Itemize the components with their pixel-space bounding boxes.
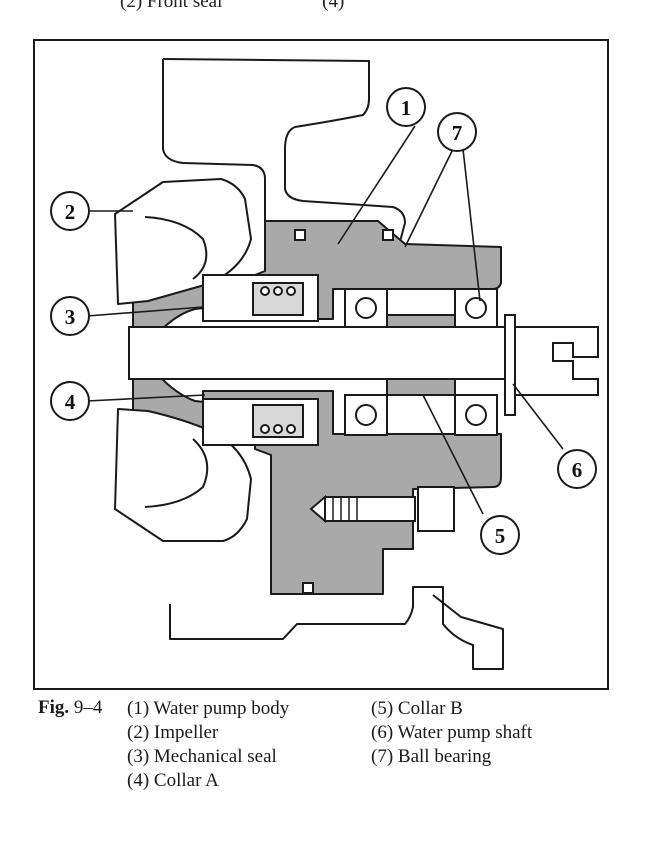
housing-upper-outline [162, 58, 406, 250]
impeller-upper [114, 178, 252, 305]
shaft-end [508, 326, 599, 396]
caption-item-3: (3) Mechanical seal [127, 746, 277, 767]
collar-b [386, 378, 456, 396]
callout-7-number: 7 [452, 121, 463, 145]
figure-label: Fig. 9–4 [38, 697, 102, 719]
callout-1 [386, 87, 426, 127]
bolt-head [417, 486, 455, 532]
caption-item-1: (1) Water pump body [127, 698, 290, 719]
bolt-shank [324, 496, 416, 522]
caption-item-7: (7) Ball bearing [371, 746, 492, 767]
caption-right-column: (5) Collar B (6) Water pump shaft (7) Ba… [371, 697, 532, 769]
callout-4-number: 4 [65, 390, 76, 414]
caption-item-4: (4) Collar A [127, 770, 219, 791]
caption-item-2: (2) Impeller [127, 722, 219, 743]
callout-5 [480, 515, 520, 555]
cropped-header-right: (4) [322, 0, 345, 12]
callout-7 [437, 112, 477, 152]
figure-label-prefix: Fig. [38, 697, 70, 718]
callout-4 [50, 381, 90, 421]
housing-upper-left-wall [162, 59, 266, 264]
callout-2 [50, 191, 90, 231]
collar-upper-spacer [386, 314, 456, 328]
figure-number: 9–4 [73, 697, 103, 718]
caption-left-column: (1) Water pump body (2) Impeller (3) Mec… [127, 697, 289, 793]
callout-5-number: 5 [495, 524, 506, 548]
caption-item-6: (6) Water pump shaft [371, 722, 533, 743]
cropped-header-text: (2) Front seal (4) [120, 0, 344, 13]
shaft-flange [504, 314, 516, 416]
callout-1-number: 1 [401, 96, 412, 120]
callout-3-number: 3 [65, 305, 76, 329]
housing-lower-outline [169, 586, 504, 670]
callout-2-number: 2 [65, 200, 76, 224]
impeller-vane-lower [144, 438, 209, 508]
caption-item-5: (5) Collar B [371, 698, 463, 719]
water-pump-cross-section: 1 2 3 4 5 6 7 [50, 58, 599, 670]
bearing-left-upper [344, 288, 388, 328]
callout-6 [557, 449, 597, 489]
impeller-vane-upper [144, 216, 208, 280]
callout-3 [50, 296, 90, 336]
shaft-body [128, 326, 510, 380]
callout-6-number: 6 [572, 458, 583, 482]
cropped-header-left: (2) Front seal [120, 0, 223, 12]
